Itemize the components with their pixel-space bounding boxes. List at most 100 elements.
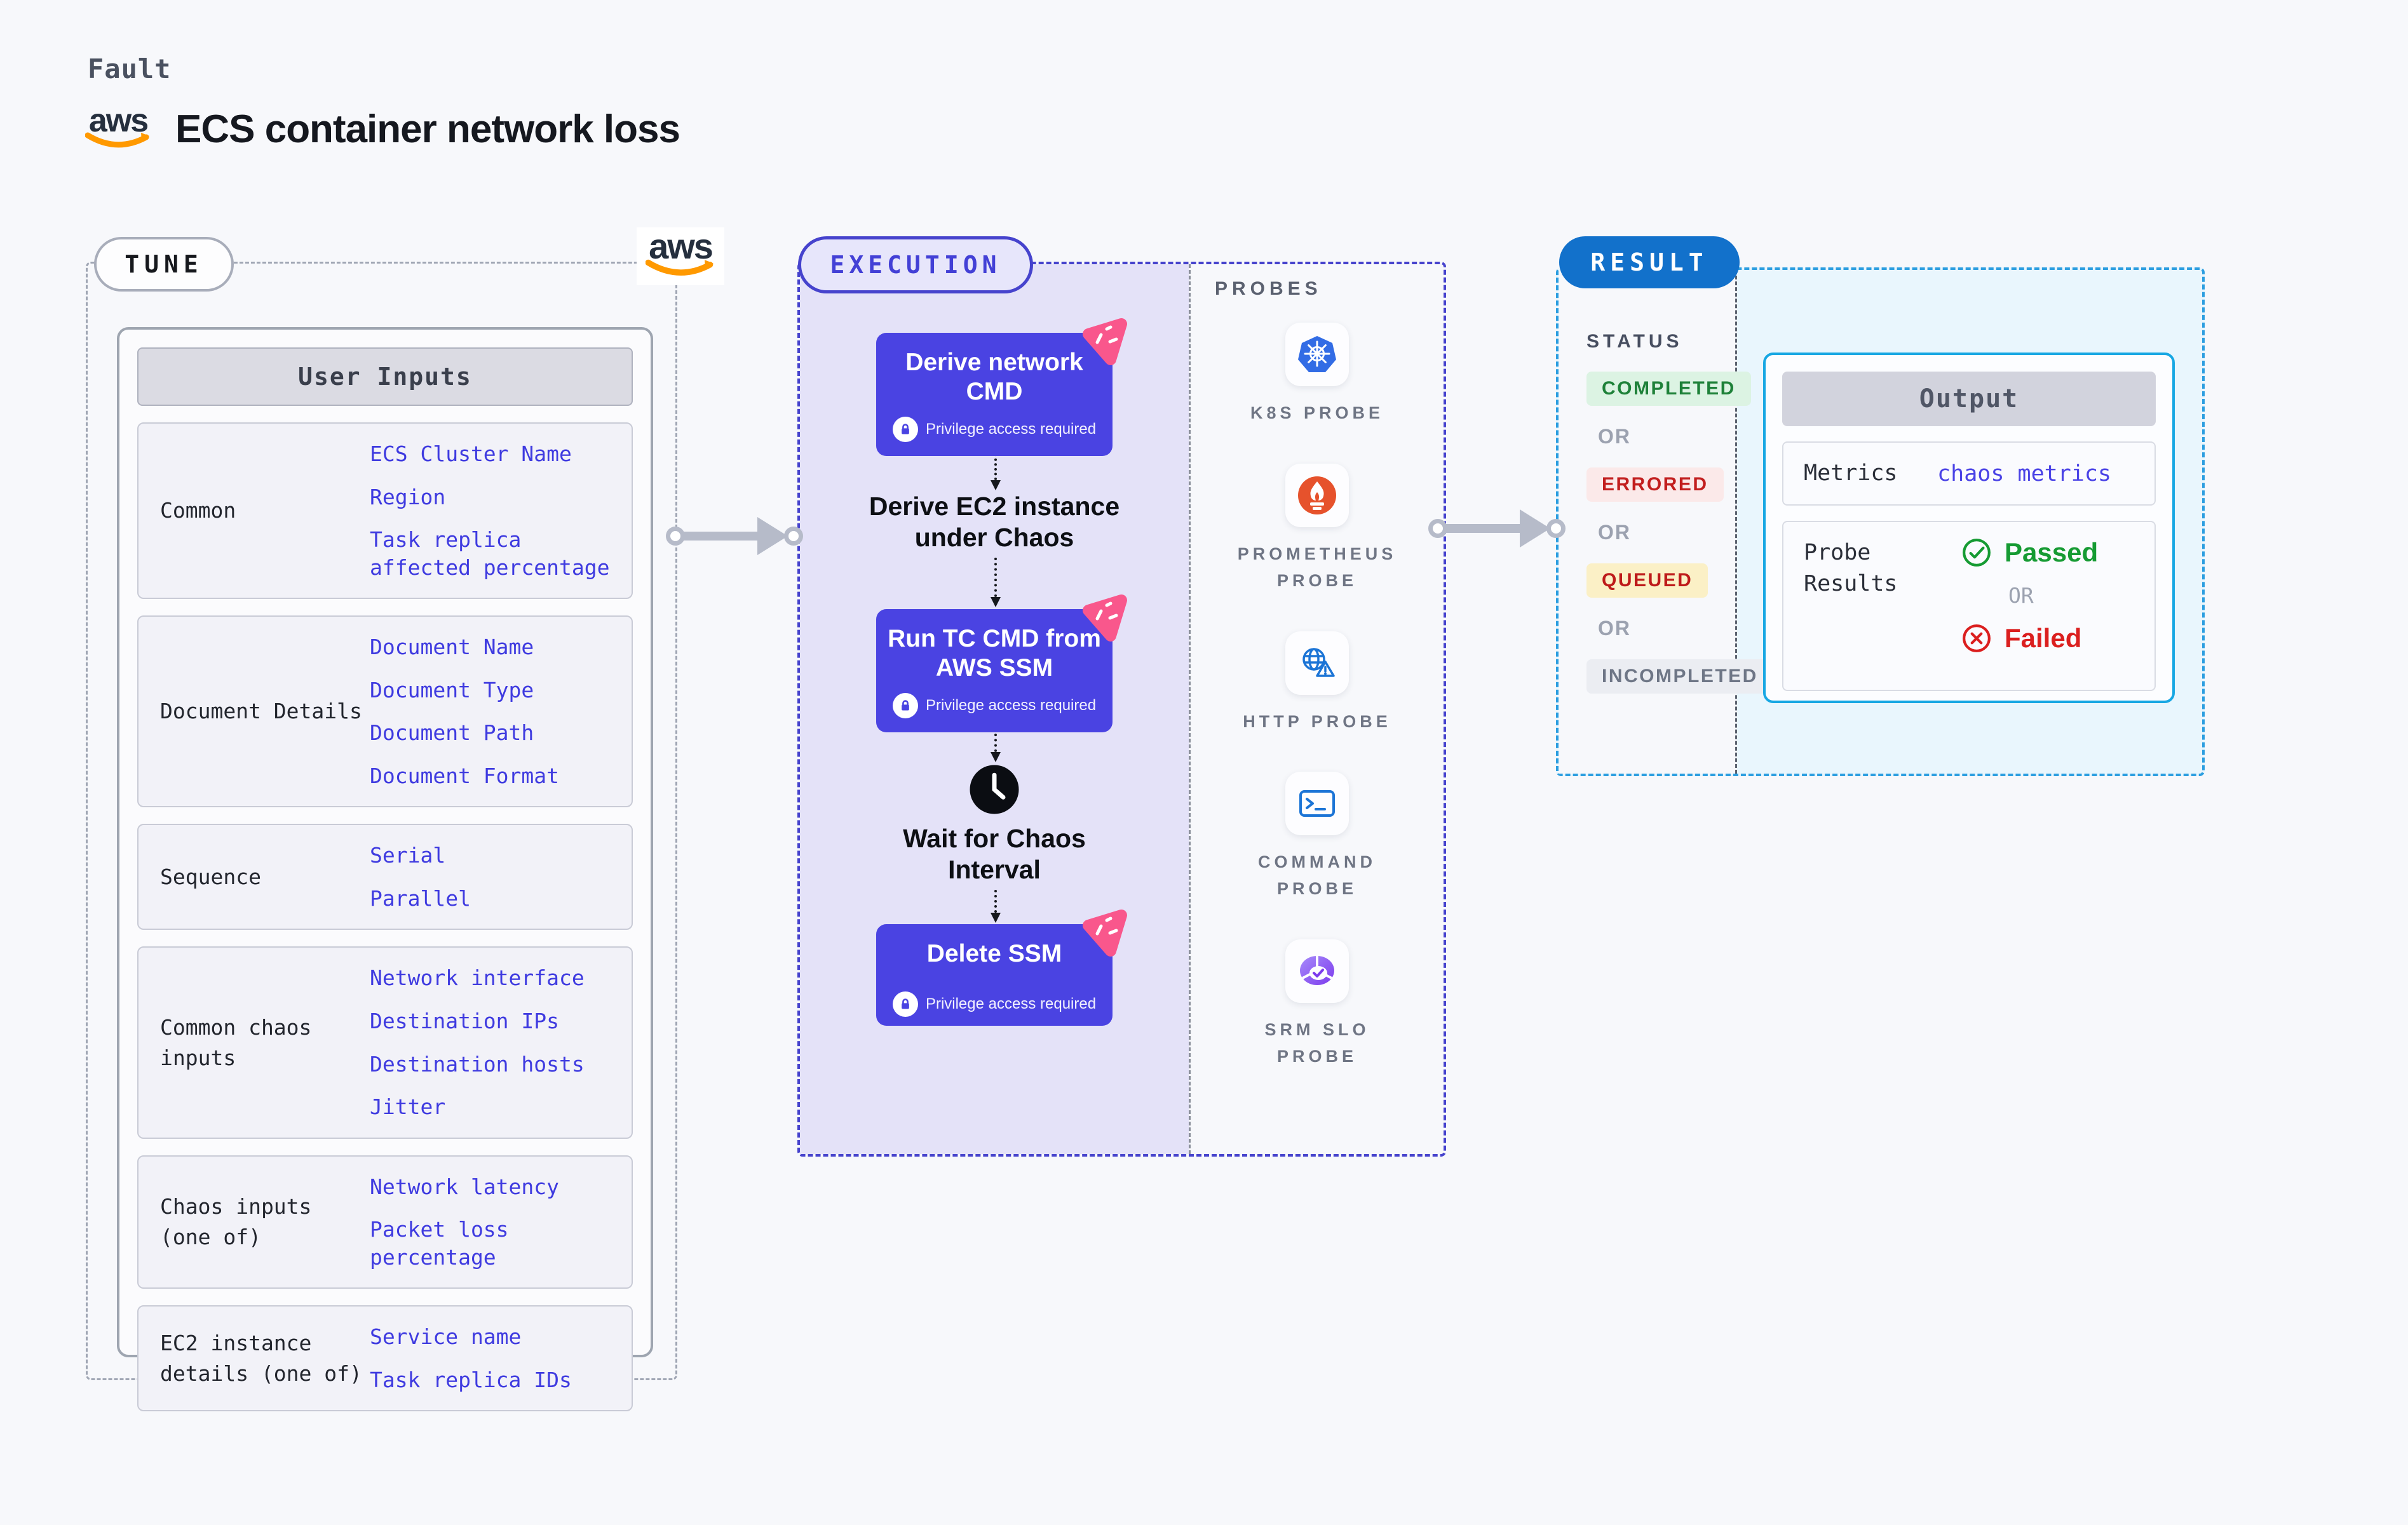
probe-srm-slo: SRM SLO PROBE: [1225, 939, 1409, 1070]
status-badge-incompleted: INCOMPLETED: [1586, 659, 1773, 694]
output-header: Output: [1782, 372, 2156, 426]
step-title: Run TC CMD from AWS SSM: [888, 625, 1101, 682]
step-wait-for-chaos: Wait for Chaos Interval: [903, 824, 1086, 885]
user-inputs-table: User Inputs Common ECS Cluster Name Regi…: [117, 327, 653, 1412]
probe-k8s: K8S PROBE: [1250, 323, 1384, 427]
probes-panel: PROBES K8S PROBE: [1189, 264, 1444, 1154]
probe-label: HTTP PROBE: [1243, 711, 1391, 731]
step-derive-ec2-instance: Derive EC2 instance under Chaos: [869, 492, 1120, 553]
probe-result-failed: Failed: [1961, 623, 2134, 654]
probe-label: PROMETHEUS PROBE: [1237, 544, 1397, 590]
arrow-head-icon: [1520, 509, 1550, 548]
status-badge-completed: COMPLETED: [1586, 372, 1751, 406]
slo-pie-check-icon: [1300, 955, 1334, 986]
input-link[interactable]: Destination IPs: [370, 1009, 560, 1034]
terminal-icon: [1299, 790, 1335, 817]
input-link[interactable]: Service name: [370, 1324, 522, 1350]
table-row-ec2-instance-details: EC2 instance details (one of) Service na…: [137, 1305, 633, 1412]
metrics-row: Metrics chaos metrics: [1782, 441, 2156, 506]
aws-logo-text: aws: [88, 102, 149, 139]
page-header: aws ECS container network loss: [85, 102, 680, 152]
user-inputs-header: User Inputs: [137, 347, 633, 406]
flow-arrow: [991, 434, 1001, 490]
table-row-document-details: Document Details Document Name Document …: [137, 615, 633, 808]
connector-endpoint: [784, 527, 803, 546]
status-badge-queued: QUEUED: [1586, 563, 1708, 598]
x-circle-icon: [1963, 624, 1991, 652]
page-title: ECS container network loss: [175, 107, 680, 151]
step-derive-network-cmd: Derive network CMD Privilege access requ…: [876, 318, 1127, 457]
probe-http: HTTP PROBE: [1243, 631, 1391, 736]
probe-result-passed: Passed: [1961, 537, 2134, 568]
input-link[interactable]: Document Type: [370, 677, 534, 702]
input-link[interactable]: Destination hosts: [370, 1051, 585, 1077]
row-label: Common: [160, 498, 236, 523]
fault-kicker: Fault: [88, 53, 172, 84]
input-link[interactable]: Parallel: [370, 885, 471, 911]
probe-label: K8S PROBE: [1250, 403, 1384, 422]
table-row-common: Common ECS Cluster Name Region Task repl…: [137, 422, 633, 600]
arrow-head-icon: [757, 517, 788, 555]
execution-to-result-arrow: [1428, 509, 1566, 548]
probe-results-label: Probe Results: [1804, 540, 1898, 596]
aws-smile-icon: [646, 259, 714, 276]
privilege-badge: Privilege access required: [888, 991, 1101, 1018]
result-section: STATUS COMPLETED OR ERRORED OR QUEUED OR…: [1556, 267, 2205, 776]
connector-endpoint: [1546, 519, 1566, 538]
table-row-common-chaos-inputs: Common chaos inputs Network interface De…: [137, 946, 633, 1139]
step-title: Delete SSM: [926, 940, 1062, 967]
execution-flow-panel: Derive network CMD Privilege access requ…: [800, 264, 1189, 1154]
privilege-label: Privilege access required: [925, 420, 1097, 438]
input-link[interactable]: Document Name: [370, 635, 534, 660]
input-link[interactable]: Network latency: [370, 1174, 560, 1199]
status-label: STATUS: [1586, 331, 1683, 352]
input-link[interactable]: Network interface: [370, 965, 585, 991]
input-link[interactable]: Document Path: [370, 720, 534, 746]
probe-results-row: Probe Results Passed OR Failed: [1782, 521, 2156, 691]
input-link[interactable]: Packet loss percentage: [370, 1217, 509, 1270]
privilege-badge: Privilege access required: [888, 693, 1101, 719]
or-label: OR: [1598, 521, 1631, 544]
lock-icon: [892, 991, 918, 1018]
probe-label: SRM SLO PROBE: [1264, 1020, 1370, 1066]
input-link[interactable]: Region: [370, 484, 446, 509]
step-delete-ssm: Delete SSM Privilege access required: [876, 910, 1127, 1026]
or-label: OR: [2008, 583, 2034, 608]
status-badge-errored: ERRORED: [1586, 467, 1724, 502]
flow-arrow: [991, 890, 1001, 923]
lock-icon: [892, 693, 918, 719]
kubernetes-icon: [1297, 336, 1336, 372]
input-link[interactable]: Task replica IDs: [370, 1367, 572, 1392]
input-link[interactable]: Jitter: [370, 1094, 446, 1120]
probes-label: PROBES: [1215, 278, 1322, 299]
http-globe-warning-icon: [1302, 647, 1335, 677]
chaos-metrics-link[interactable]: chaos metrics: [1937, 460, 2111, 487]
row-label: Sequence: [160, 864, 261, 889]
output-box: Output Metrics chaos metrics Probe Resul…: [1763, 353, 2175, 703]
tune-to-execution-arrow: [666, 517, 803, 555]
prometheus-icon: [1298, 476, 1336, 514]
privilege-label: Privilege access required: [925, 995, 1097, 1013]
input-link[interactable]: ECS Cluster Name: [370, 441, 572, 466]
metrics-label: Metrics: [1804, 460, 1898, 486]
input-link[interactable]: Task replica affected percentage: [370, 527, 610, 580]
row-label: Chaos inputs (one of): [160, 1194, 312, 1249]
result-badge: RESULT: [1559, 236, 1740, 288]
aws-logo-tune: aws: [637, 227, 724, 285]
execution-badge: EXECUTION: [798, 236, 1033, 293]
privilege-badge: Privilege access required: [888, 417, 1101, 443]
aws-logo: aws: [85, 102, 151, 151]
probe-label: COMMAND PROBE: [1258, 852, 1376, 899]
status-column: STATUS COMPLETED OR ERRORED OR QUEUED OR…: [1559, 270, 1773, 774]
flow-arrow: [991, 558, 1001, 607]
or-label: OR: [1598, 617, 1631, 640]
chaos-experiment-icon: [1083, 910, 1127, 957]
lock-icon: [892, 417, 918, 443]
row-label: Document Details: [160, 699, 362, 724]
privilege-label: Privilege access required: [925, 697, 1097, 715]
row-label: Common chaos inputs: [160, 1014, 312, 1070]
row-label: EC2 instance details (one of): [160, 1331, 362, 1386]
step-title: Derive network CMD: [905, 349, 1083, 406]
input-link[interactable]: Serial: [370, 843, 446, 868]
input-link[interactable]: Document Format: [370, 763, 560, 788]
